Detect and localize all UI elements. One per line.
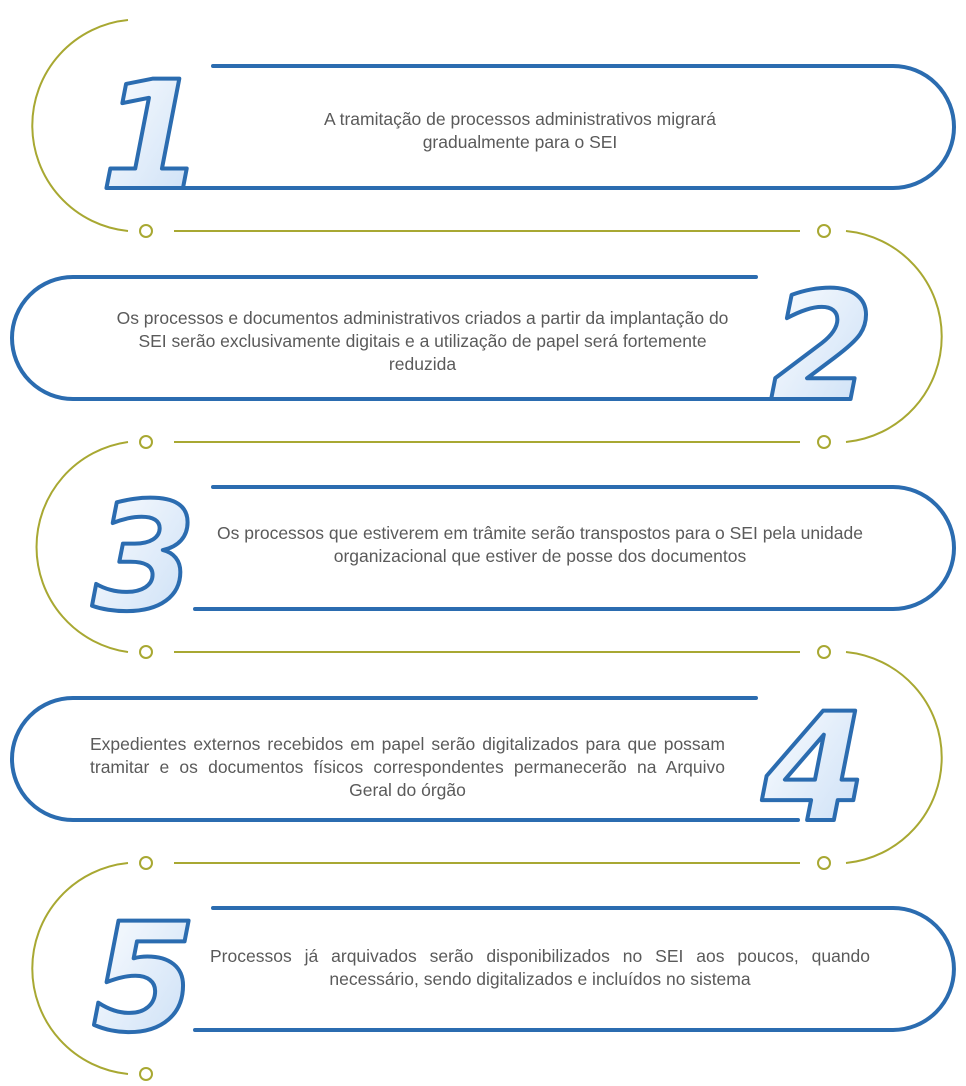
step-text-1: A tramitação de processos administrativo… xyxy=(324,109,716,152)
olive-dot xyxy=(139,224,153,238)
olive-dot xyxy=(139,645,153,659)
olive-dot xyxy=(817,435,831,449)
step-text-3: Os processos que estiverem em trâmite se… xyxy=(217,523,863,566)
step-frame-4 xyxy=(10,696,800,822)
step-text-4: Expedientes externos recebidos em papel … xyxy=(90,734,725,800)
olive-arc-1 xyxy=(31,19,129,232)
olive-dot xyxy=(817,856,831,870)
olive-dot xyxy=(139,1067,153,1081)
step-frame-1 xyxy=(170,64,956,190)
step-number-2: 2 xyxy=(770,261,874,435)
step-text-5: Processos já arquivados serão disponibil… xyxy=(210,946,870,989)
step-frame-3 xyxy=(193,485,956,611)
olive-arc-5 xyxy=(31,862,129,1075)
olive-arc-3 xyxy=(35,441,129,653)
step-text-2: Os processos e documentos administrativo… xyxy=(116,308,729,374)
olive-arc-2 xyxy=(845,230,943,443)
step-frame-2 xyxy=(10,275,788,401)
olive-dot xyxy=(139,435,153,449)
step-number-4: 4 xyxy=(761,682,866,856)
step-frame-5 xyxy=(193,906,956,1032)
olive-dot xyxy=(139,856,153,870)
step-number-5: 5 xyxy=(92,892,196,1066)
olive-arc-4 xyxy=(845,651,943,864)
olive-dot xyxy=(817,224,831,238)
olive-dot xyxy=(817,645,831,659)
step-number-3: 3 xyxy=(92,471,196,645)
step-number-1: 1 xyxy=(100,50,204,224)
